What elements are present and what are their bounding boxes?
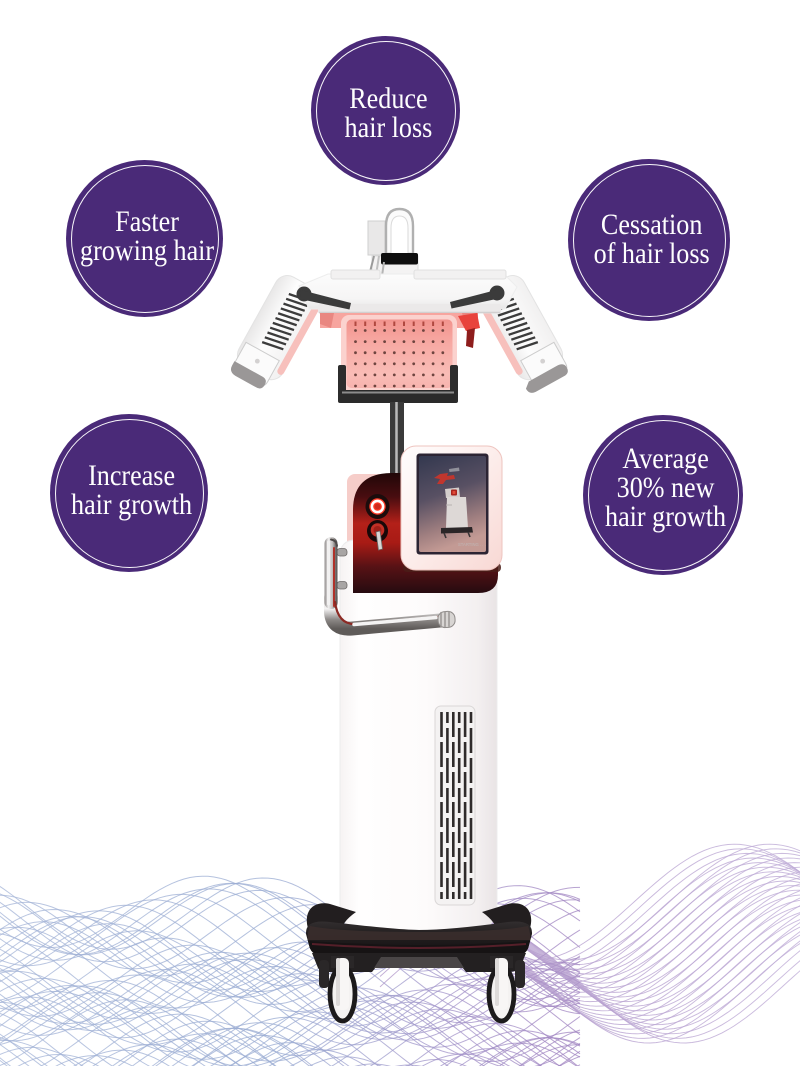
svg-text:STARTING . . .: STARTING . . . (458, 542, 486, 547)
